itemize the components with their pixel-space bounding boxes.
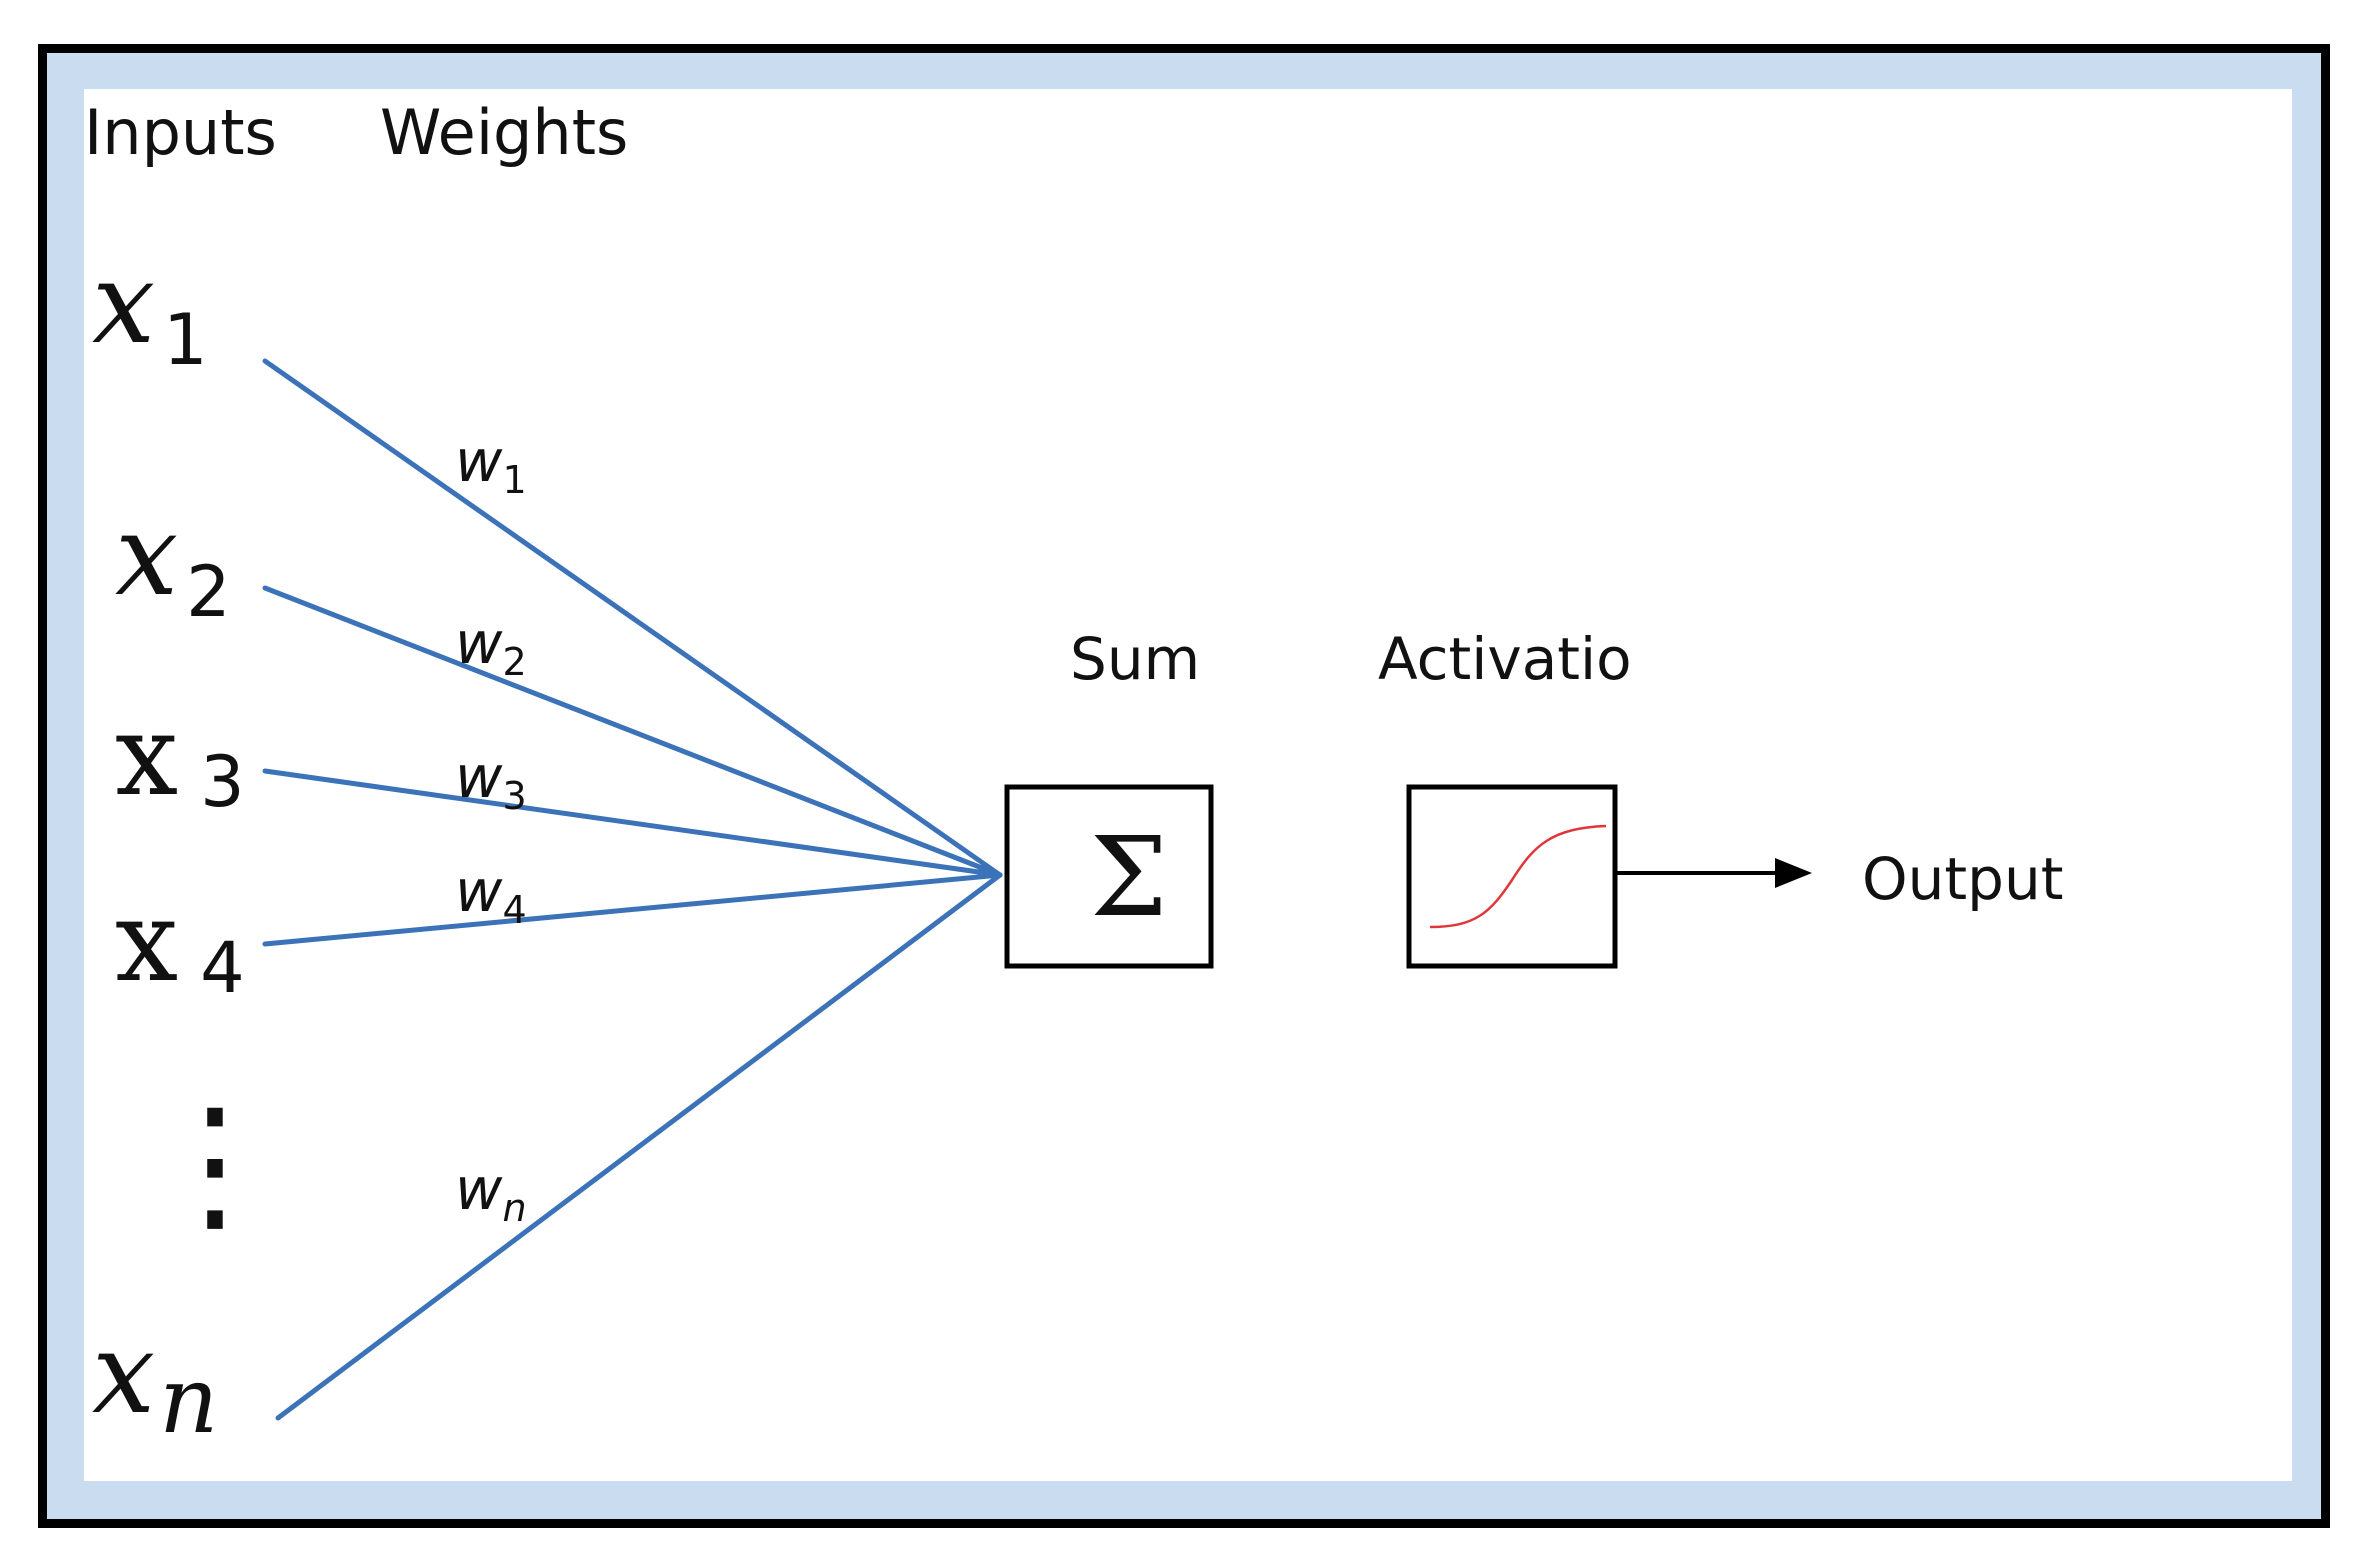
input-edges [262, 358, 1003, 1421]
input-subscript: 1 [163, 299, 208, 381]
input-xn: xn [92, 1318, 218, 1447]
weight-subscript: 3 [502, 774, 527, 818]
weight-subscript: 4 [502, 888, 527, 932]
input-subscript: 3 [200, 741, 245, 823]
input-subscript: n [159, 1347, 219, 1454]
weight-symbol: w [455, 1155, 503, 1223]
activation-label: Activatio [1378, 625, 1632, 693]
weight-symbol: w [455, 427, 503, 495]
input-subscript: 4 [200, 927, 245, 1009]
weight-w4: w4 [455, 862, 527, 929]
ellipsis-dots: ⋮ [140, 1077, 290, 1251]
output-arrow-head [1775, 858, 1812, 888]
weight-w2: w2 [455, 614, 527, 681]
weight-symbol: w [455, 857, 503, 925]
weight-symbol: w [455, 609, 503, 677]
sum-box [1004, 784, 1214, 969]
weight-subscript: 2 [502, 640, 527, 684]
input-symbol: x [92, 239, 156, 369]
input-subscript: 2 [186, 551, 231, 633]
activation-box [1406, 784, 1618, 969]
edge-w2 [262, 585, 1003, 878]
weight-w3: w3 [455, 748, 527, 815]
edge-w3 [262, 768, 1003, 878]
edge-wn [275, 872, 1003, 1421]
edge-w4 [262, 872, 1003, 947]
input-symbol: x [92, 1309, 156, 1439]
sigmoid-curve [1429, 824, 1607, 929]
inputs-header: Inputs [84, 96, 277, 169]
weights-header: Weights [380, 96, 629, 169]
input-symbol: x [115, 877, 179, 1007]
weight-symbol: w [455, 743, 503, 811]
weight-subscript: n [502, 1186, 527, 1230]
input-symbol: x [115, 691, 179, 821]
input-symbol: x [115, 491, 179, 621]
sigma-symbol: Σ [1090, 813, 1168, 941]
weight-subscript: 1 [502, 458, 527, 502]
weight-w1: w1 [455, 432, 527, 499]
edge-w1 [262, 358, 1003, 878]
weight-wn: wn [455, 1160, 527, 1227]
output-label: Output [1862, 845, 2064, 913]
sum-label: Sum [1070, 625, 1201, 693]
